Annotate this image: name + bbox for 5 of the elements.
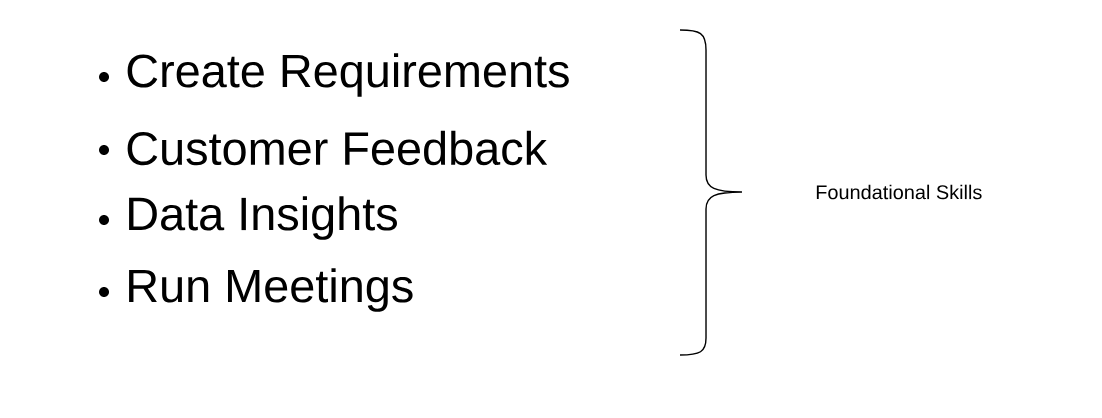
bracket-label: Foundational Skills (816, 184, 982, 200)
list-item: Run Meetings (129, 268, 413, 312)
list-item: Data Insights (129, 196, 397, 240)
list-item: Create Requirements (127, 53, 569, 97)
list-item: Customer Feedback (127, 130, 548, 166)
